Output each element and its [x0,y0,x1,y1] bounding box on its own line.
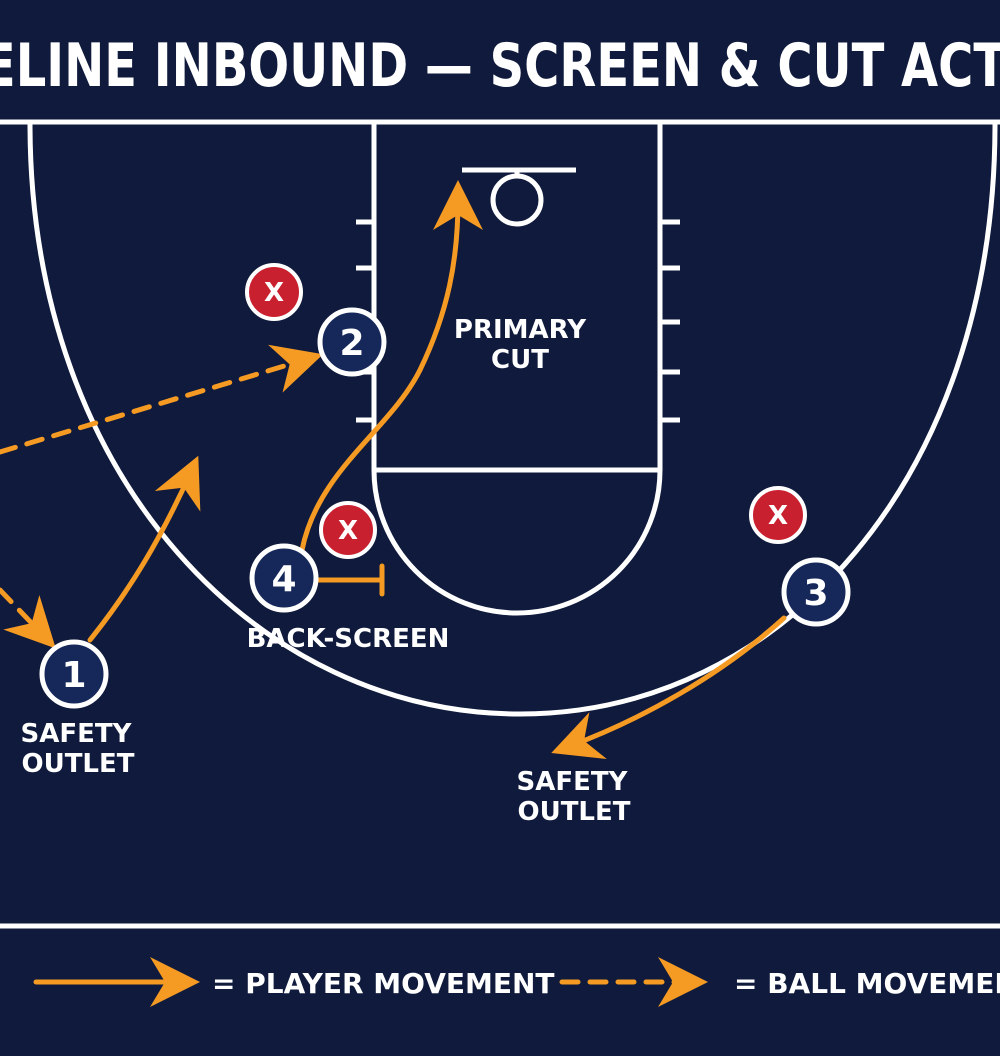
player-4-label: BACK-SCREEN [247,624,450,654]
defender: X [749,486,807,544]
player-4: 4 [249,543,319,613]
three-point-arc [27,123,998,717]
player-3-cut [551,615,787,759]
player-4-primary-cut [299,180,483,553]
player-number: 2 [339,323,364,364]
court-lines [0,119,1000,929]
legend-player-movement-label: = PLAYER MOVEMENT [212,967,555,1000]
primary-cut-label-line-2: CUT [491,345,549,375]
basket-rim [490,173,544,227]
defender-mark: X [768,501,788,531]
player-number: 3 [803,573,828,614]
ball-pass-to-1 [0,587,56,649]
player-3-label-line-1: SAFETY [517,767,629,797]
movement-paths [0,180,787,759]
ball-pass-to-2 [0,344,324,455]
player-1-cut [87,455,201,643]
player-number: 1 [61,655,86,696]
defender-mark: X [338,516,358,546]
player-1-label-line-1: SAFETY [21,719,133,749]
player-3: 3 [781,557,851,627]
primary-cut-label-line-1: PRIMARY [454,315,587,345]
player-1: 1 [39,639,109,709]
player-1-label-line-2: OUTLET [21,749,134,779]
player-3-label-line-2: OUTLET [517,797,630,827]
player-number: 4 [271,559,296,600]
legend-ball-movement-label: = BALL MOVEMENT [734,967,1000,1000]
page-title: IDELINE INBOUND — SCREEN & CUT ACTIO [0,31,1000,101]
back-screen-marker [315,563,385,597]
player-2: 2 [317,307,387,377]
defender-mark: X [264,278,284,308]
defender: X [319,501,377,559]
free-throw-circle [371,469,663,616]
legend: = PLAYER MOVEMENT = BALL MOVEMENT [33,957,1000,1007]
defender: X [245,263,303,321]
